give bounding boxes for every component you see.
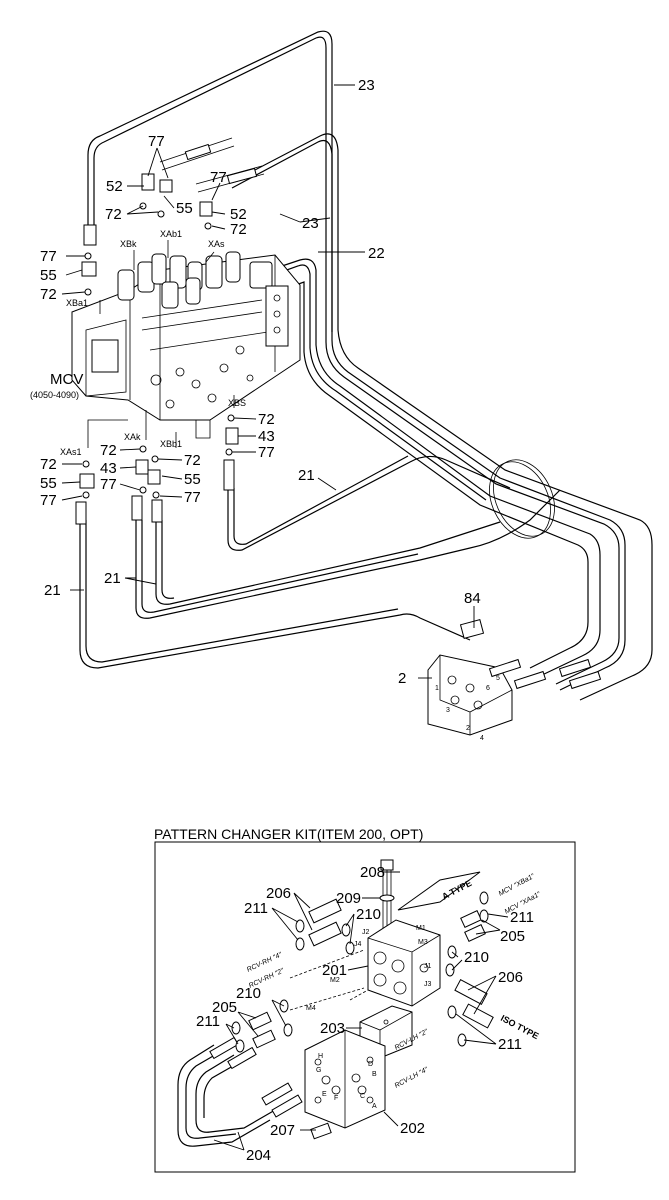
plate-port-e: E (322, 1091, 327, 1098)
label-72: 72 (100, 442, 117, 459)
label-210: 210 (236, 985, 261, 1002)
label-203: 203 (320, 1020, 345, 1037)
kit-leader-lines (213, 871, 509, 1151)
block-port-j1: J1 (424, 963, 432, 970)
label-52: 52 (106, 178, 123, 195)
label-77: 77 (210, 169, 227, 186)
plate-port-c: C (360, 1093, 365, 1100)
plate-port-h: H (318, 1053, 323, 1060)
mcv-valve (71, 251, 301, 439)
label-21: 21 (298, 467, 315, 484)
block-port-m3: M3 (418, 939, 428, 946)
plate-port-f: F (334, 1095, 338, 1102)
label-72: 72 (40, 286, 57, 303)
label-21: 21 (44, 582, 61, 599)
port-label: 2 (466, 725, 470, 732)
label-22: 22 (368, 245, 385, 262)
port-xas: XAs (208, 239, 225, 249)
label-43: 43 (100, 460, 117, 477)
label-211: 211 (244, 900, 268, 917)
plate-port-b: B (372, 1071, 377, 1078)
kit-title: PATTERN CHANGER KIT(ITEM 200, OPT) (154, 826, 423, 842)
label-210: 210 (356, 906, 381, 923)
label-207: 207 (270, 1122, 295, 1139)
label-52: 52 (230, 206, 247, 223)
label-72: 72 (105, 206, 122, 223)
mcv-label: MCV (50, 371, 83, 388)
label-208: 208 (360, 864, 385, 881)
plate-port-d: D (368, 1061, 373, 1068)
label-77: 77 (40, 248, 57, 265)
label-23: 23 (358, 77, 375, 94)
label-55: 55 (40, 267, 57, 284)
label-206: 206 (266, 885, 291, 902)
block-port-j2: J2 (362, 929, 370, 936)
label-84: 84 (464, 590, 481, 607)
label-209: 209 (336, 890, 361, 907)
plate-port-a: A (372, 1103, 377, 1110)
leader-lines (61, 84, 475, 679)
label-2: 2 (398, 670, 406, 687)
label-77: 77 (258, 444, 275, 461)
label-21: 21 (104, 570, 121, 587)
fittings (75, 173, 239, 525)
port-label: 6 (486, 685, 490, 692)
block-port-m4: M4 (306, 1005, 316, 1012)
hose-bundle (79, 30, 653, 701)
port-xbs: XBS (228, 398, 246, 408)
label-72: 72 (230, 221, 247, 238)
label-206: 206 (498, 969, 523, 986)
port-xab1: XAb1 (160, 229, 182, 239)
port-xba1: XBa1 (66, 298, 88, 308)
plate-port-g: G (316, 1067, 321, 1074)
block-port-j4: J4 (354, 941, 362, 948)
kit-frame (154, 841, 576, 1173)
label-211: 211 (196, 1013, 220, 1030)
label-55: 55 (184, 471, 201, 488)
label-211: 211 (498, 1036, 522, 1053)
label-77: 77 (148, 133, 165, 150)
block-port-m2: M2 (330, 977, 340, 984)
port-xas1: XAs1 (60, 447, 82, 457)
label-205: 205 (212, 999, 237, 1016)
label-72: 72 (258, 411, 275, 428)
label-77: 77 (100, 476, 117, 493)
kit-drawing (177, 859, 494, 1147)
label-43: 43 (258, 428, 275, 445)
pilot-valve-assembly: 1 2 3 4 5 6 (427, 619, 602, 742)
label-72: 72 (184, 452, 201, 469)
label-77: 77 (40, 492, 57, 509)
label-55: 55 (176, 200, 193, 217)
mcv-range-label: (4050-4090) (30, 390, 79, 400)
kit-callouts: 208 209 206 211 210 201 211 205 210 206 … (196, 864, 542, 1164)
port-label: 1 (435, 685, 439, 692)
label-211: 211 (510, 909, 534, 926)
callout-mcv-xba1: MCV "XBa1" (498, 873, 537, 898)
label-201: 201 (322, 962, 347, 979)
label-210: 210 (464, 949, 489, 966)
label-55: 55 (40, 475, 57, 492)
label-23: 23 (302, 215, 319, 232)
label-77: 77 (184, 489, 201, 506)
block-port-m1: M1 (416, 925, 426, 932)
item-callouts: 23 23 22 77 52 55 77 52 72 72 77 55 72 M… (30, 77, 481, 687)
callout-rcv-lh-4: RCV-LH "4" (394, 1066, 430, 1090)
label-204: 204 (246, 1147, 271, 1164)
port-label: 3 (446, 707, 450, 714)
port-xak: XAk (124, 432, 141, 442)
label-202: 202 (400, 1120, 425, 1137)
port-xbb1: XBb1 (160, 439, 182, 449)
port-xbk: XBk (120, 239, 137, 249)
label-72: 72 (40, 456, 57, 473)
port-label: 5 (496, 675, 500, 682)
label-205: 205 (500, 928, 525, 945)
port-label: 4 (480, 735, 484, 742)
block-port-j3: J3 (424, 981, 432, 988)
